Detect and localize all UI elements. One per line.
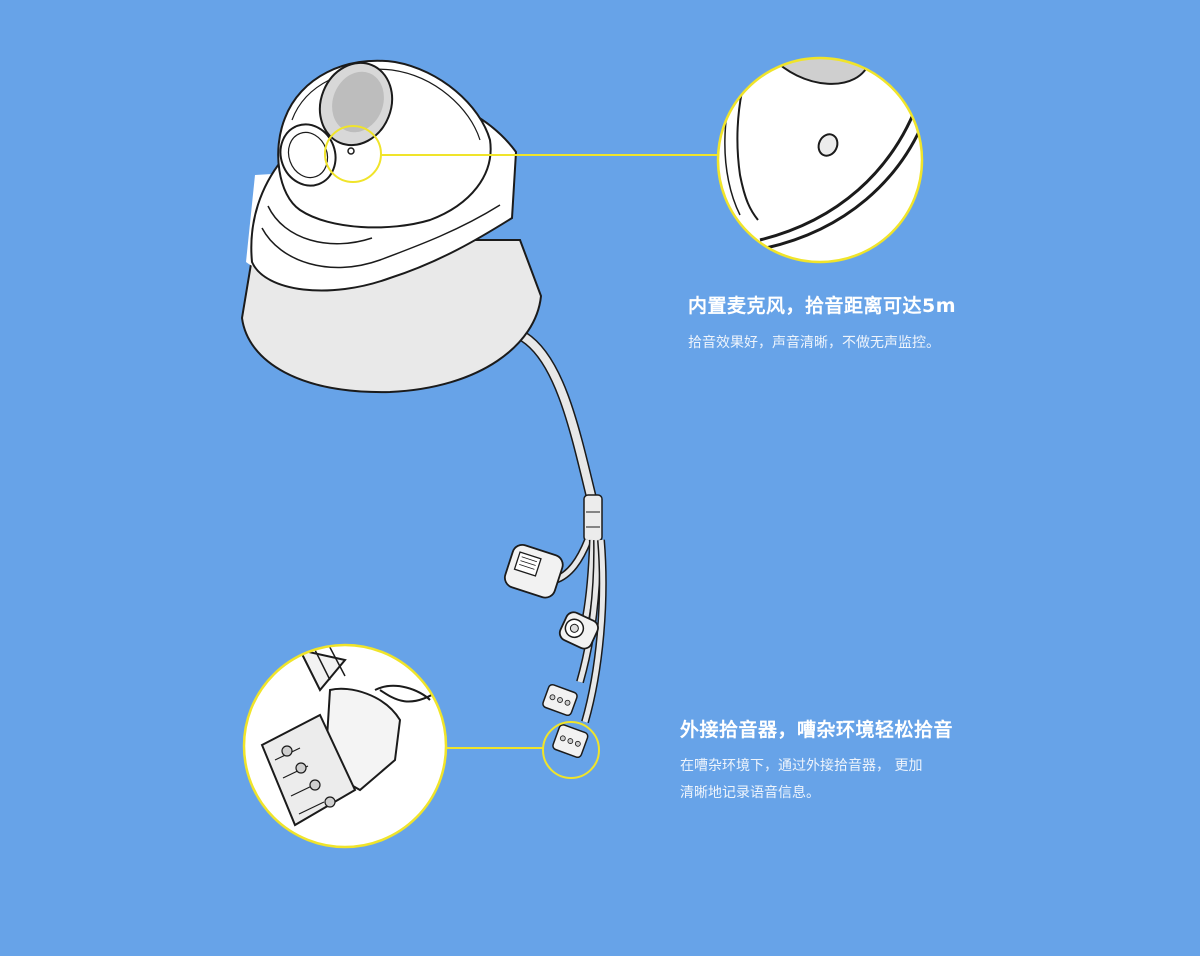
pickup-highlight [446, 721, 600, 779]
external-pickup-description: 在嘈杂环境下，通过外接拾音器， 更加 清晰地记录语音信息。 [680, 753, 980, 807]
external-pickup-title: 外接拾音器，嘈杂环境轻松拾音 [680, 719, 954, 741]
rj45-connector [503, 543, 564, 599]
external-pickup-description-line2: 清晰地记录语音信息。 [680, 785, 820, 801]
main-cable [518, 331, 598, 506]
connector-zoom-circle [242, 643, 448, 849]
audio-connector-1 [542, 683, 578, 717]
external-pickup-description-line1: 在嘈杂环境下，通过外接拾音器， 更加 [680, 758, 923, 774]
built-in-mic-title: 内置麦克风，拾音距离可达5m [688, 295, 957, 317]
camera-dome [277, 59, 492, 229]
dc-power-connector [558, 611, 599, 650]
mic-highlight [324, 125, 718, 183]
audio-connector-2 [552, 724, 589, 759]
cable-branches [553, 538, 607, 724]
cable-splitter [583, 494, 603, 542]
built-in-mic-feature: 内置麦克风，拾音距离可达5m 拾音效果好，声音清晰，不做无声监控。 [688, 291, 988, 357]
mic-zoom-circle [716, 56, 924, 264]
external-pickup-feature: 外接拾音器，嘈杂环境轻松拾音 在嘈杂环境下，通过外接拾音器， 更加 清晰地记录语… [680, 715, 980, 807]
built-in-mic-description: 拾音效果好，声音清晰，不做无声监控。 [688, 335, 940, 351]
